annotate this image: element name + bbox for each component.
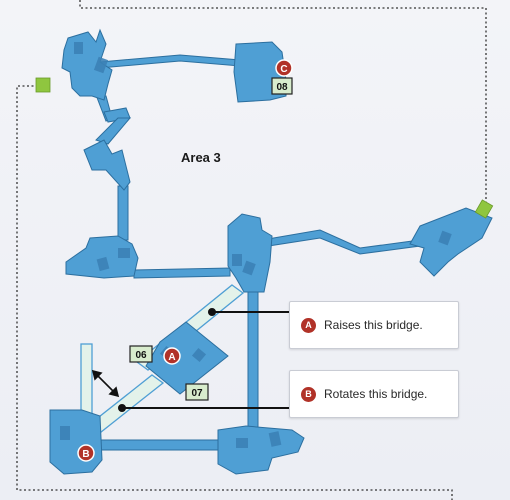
room-left-mid bbox=[65, 235, 139, 279]
marker-c: C bbox=[275, 59, 293, 77]
marker-a: A bbox=[163, 347, 181, 365]
callout-a-text: Raises this bridge. bbox=[324, 318, 423, 332]
callout-b-badge: B bbox=[300, 385, 317, 403]
room-mid-zig bbox=[83, 139, 131, 191]
room-diamond bbox=[145, 321, 229, 395]
svg-text:B: B bbox=[82, 449, 89, 460]
callout-b-text: Rotates this bridge. bbox=[324, 387, 428, 401]
room-details bbox=[60, 42, 452, 448]
callout-a-badge: A bbox=[300, 316, 317, 334]
double-arrow-icon bbox=[91, 369, 120, 398]
callout-lines bbox=[118, 308, 289, 412]
callout-a: A Raises this bridge. bbox=[289, 301, 459, 349]
room-bottom-right bbox=[217, 425, 305, 475]
svg-text:06: 06 bbox=[135, 350, 147, 361]
svg-text:07: 07 bbox=[191, 388, 203, 399]
door-right bbox=[474, 199, 494, 219]
svg-text:C: C bbox=[280, 64, 287, 75]
dotted-boundary bbox=[16, 0, 487, 500]
room-right bbox=[409, 207, 493, 277]
room-center bbox=[227, 213, 273, 293]
number-box-06: 06 bbox=[129, 345, 153, 363]
doors bbox=[35, 77, 494, 219]
callout-b: B Rotates this bridge. bbox=[289, 370, 459, 418]
corridors bbox=[91, 54, 421, 451]
area-title: Area 3 bbox=[181, 150, 221, 165]
number-box-07: 07 bbox=[185, 383, 209, 401]
svg-text:A: A bbox=[168, 352, 175, 363]
door-left bbox=[35, 77, 51, 93]
marker-b: B bbox=[77, 444, 95, 462]
number-box-08: 08 bbox=[271, 77, 293, 95]
room-bottom-left bbox=[49, 409, 103, 475]
svg-text:08: 08 bbox=[276, 82, 288, 93]
